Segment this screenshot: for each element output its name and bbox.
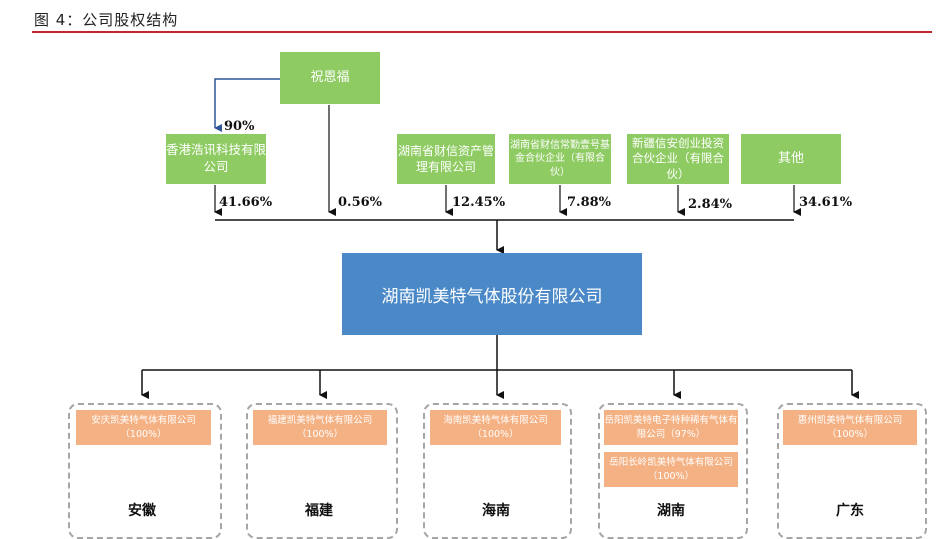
- subsidiary-huizhou-box: 惠州凯美特气体有限公司（100%）: [783, 410, 917, 445]
- connector-lines: [141, 78, 859, 399]
- subsidiary-hainan-box: 海南凯美特气体有限公司（100%）: [430, 410, 561, 445]
- shareholder-caixin-fund-box: 湖南省财信常勤壹号基金合伙企业（有限合伙）: [509, 134, 611, 184]
- pct-owner-direct: 0.56%: [338, 195, 383, 210]
- region-label-guangdong: 广东: [836, 503, 864, 519]
- region-label-anhui: 安徽: [128, 503, 156, 519]
- region-label-fujian: 福建: [305, 503, 333, 519]
- pct-others: 34.61%: [799, 195, 853, 210]
- subsidiary-yueyang-electronic-box: 岳阳凯美特电子特种稀有气体有限公司（97%）: [604, 410, 738, 445]
- pct-caixin-fund: 7.88%: [567, 195, 612, 210]
- title-underline: [32, 31, 932, 33]
- subsidiary-anqing-box: 安庆凯美特气体有限公司（100%）: [76, 410, 211, 445]
- subsidiary-yueyang-changling-box: 岳阳长岭凯美特气体有限公司（100%）: [604, 452, 738, 487]
- region-label-hunan: 湖南: [657, 503, 685, 519]
- owner-to-hk-arrow: [214, 78, 280, 132]
- shareholder-hk-box: 香港浩讯科技有限公司: [166, 134, 266, 184]
- pct-xinjiang: 2.84%: [688, 197, 733, 212]
- shareholder-xinjiang-box: 新疆信安创业投资合伙企业（有限合伙）: [627, 134, 729, 184]
- main-company-box: 湖南凯美特气体股份有限公司: [342, 253, 642, 335]
- shareholder-caixin-asset-box: 湖南省财信资产管理有限公司: [397, 134, 495, 184]
- owner-to-hk-pct: 90%: [224, 119, 255, 134]
- subsidiary-fujian-box: 福建凯美特气体有限公司（100%）: [253, 410, 387, 445]
- top-owner-box: 祝恩福: [280, 52, 380, 104]
- pct-caixin-asset: 12.45%: [452, 195, 506, 210]
- pct-hk: 41.66%: [219, 195, 273, 210]
- shareholder-others-box: 其他: [741, 134, 841, 184]
- region-label-hainan: 海南: [482, 503, 510, 519]
- figure-title: 图 4：公司股权结构: [34, 11, 179, 29]
